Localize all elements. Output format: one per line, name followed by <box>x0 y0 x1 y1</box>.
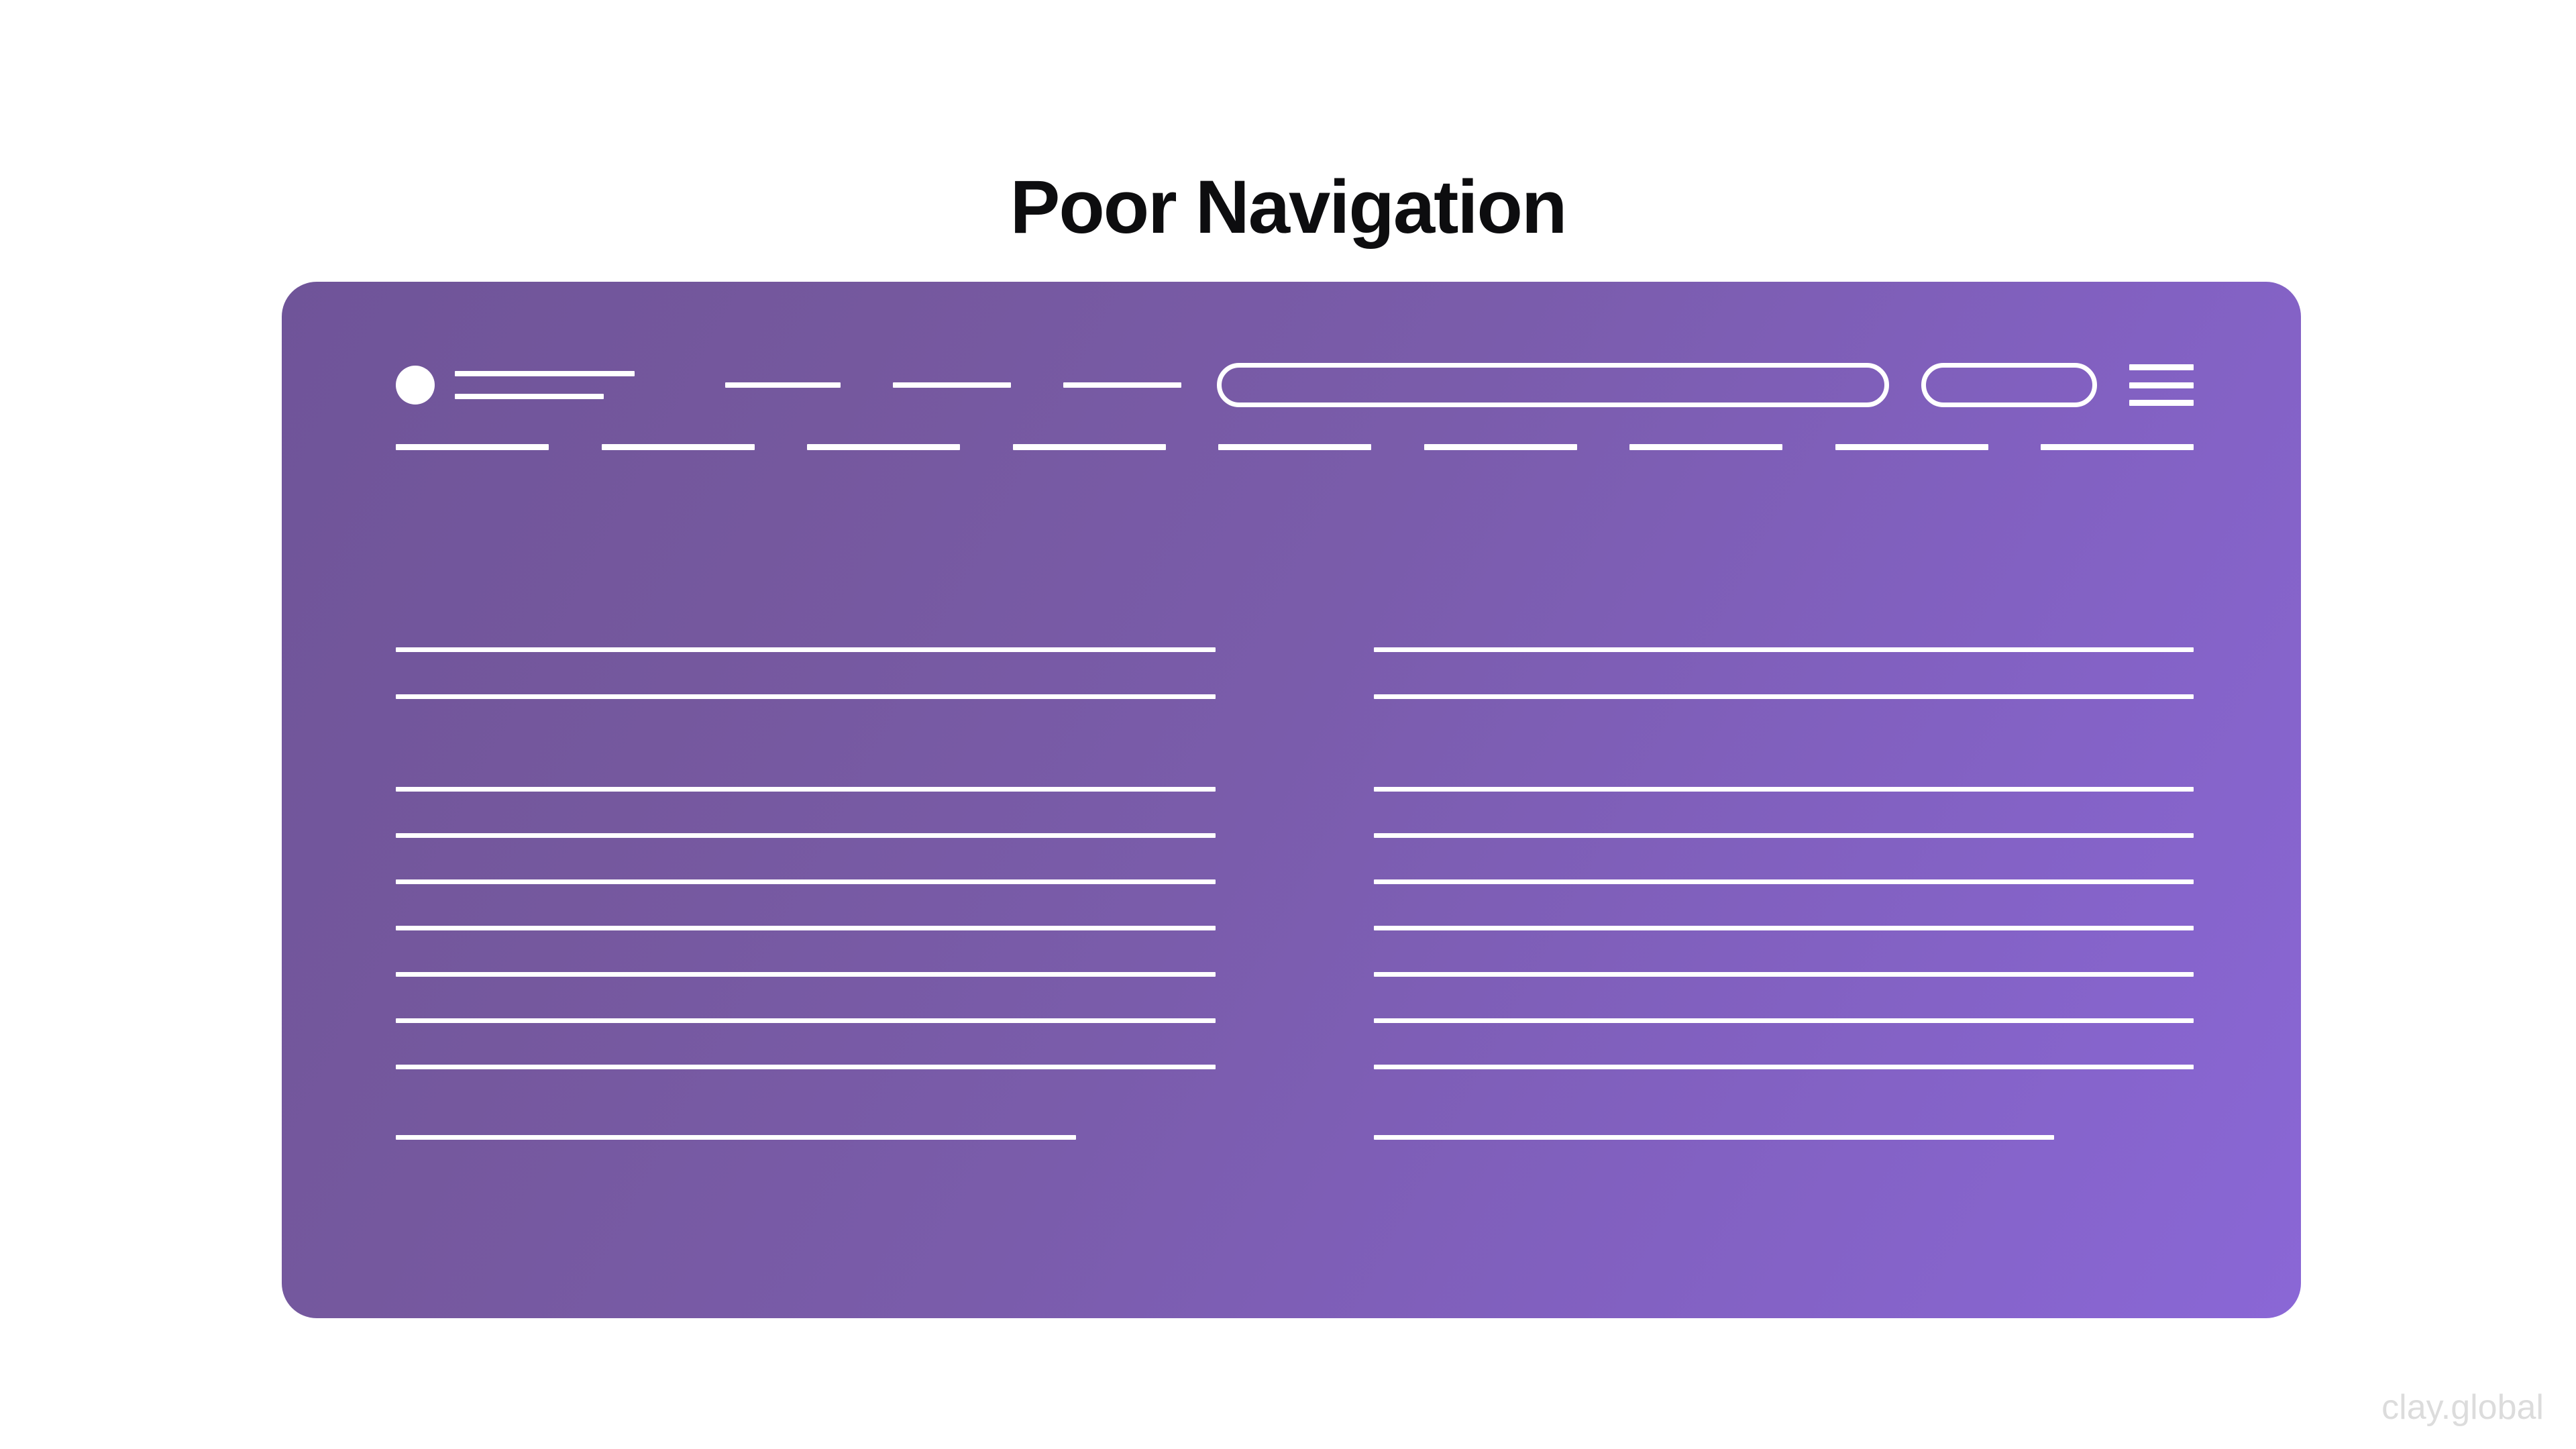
navbar <box>396 359 2194 411</box>
cta-button[interactable] <box>1921 363 2097 407</box>
spacer <box>396 652 1216 694</box>
spacer <box>396 930 1216 972</box>
text-line <box>1374 926 2194 930</box>
nav-link-3[interactable] <box>1063 382 1181 388</box>
text-line <box>396 647 1216 652</box>
spacer <box>1374 838 2194 879</box>
text-line <box>396 1065 1216 1069</box>
text-line <box>1374 1135 2055 1140</box>
spacer <box>396 884 1216 926</box>
subnav-item-6[interactable] <box>1424 444 1577 450</box>
brand-tagline-placeholder <box>455 394 604 399</box>
content-column-left <box>396 647 1216 1140</box>
navbar-right-group <box>1217 363 2194 407</box>
subnav-item-9[interactable] <box>2041 444 2194 450</box>
spacer <box>396 977 1216 1018</box>
text-line <box>1374 787 2194 792</box>
text-line <box>396 879 1216 884</box>
spacer <box>1374 652 2194 694</box>
watermark: clay.global <box>2381 1388 2544 1427</box>
text-line <box>396 787 1216 792</box>
text-line <box>1374 694 2194 699</box>
nav-link-2[interactable] <box>893 382 1011 388</box>
text-line <box>396 972 1216 977</box>
text-line <box>1374 879 2194 884</box>
hamburger-bar-1 <box>2129 364 2194 370</box>
navbar-links <box>725 382 1181 388</box>
hamburger-menu-icon[interactable] <box>2129 364 2194 406</box>
subnav-item-5[interactable] <box>1218 444 1371 450</box>
search-input[interactable] <box>1217 363 1889 407</box>
content-area <box>396 647 2194 1140</box>
subnav-item-8[interactable] <box>1835 444 1988 450</box>
text-line <box>1374 972 2194 977</box>
spacer <box>396 792 1216 833</box>
spacer <box>396 838 1216 879</box>
spacer <box>396 699 1216 787</box>
spacer <box>1374 792 2194 833</box>
spacer <box>1374 884 2194 926</box>
spacer <box>1374 1023 2194 1065</box>
nav-link-1[interactable] <box>725 382 841 388</box>
text-line <box>1374 647 2194 652</box>
subnav-item-2[interactable] <box>601 444 755 450</box>
text-line <box>1374 1018 2194 1023</box>
text-line <box>1374 1065 2194 1069</box>
brand-wordmark <box>455 371 635 399</box>
brand-name-placeholder <box>455 371 635 376</box>
page-title: Poor Navigation <box>1010 165 1568 250</box>
subnav-item-1[interactable] <box>396 444 549 450</box>
text-line <box>1374 833 2194 838</box>
spacer <box>1374 930 2194 972</box>
spacer <box>1374 977 2194 1018</box>
circle-logo-icon <box>396 366 435 405</box>
brand-logo[interactable] <box>396 366 635 405</box>
text-line <box>396 833 1216 838</box>
hamburger-bar-3 <box>2129 400 2194 406</box>
text-line <box>396 1135 1077 1140</box>
content-column-right <box>1374 647 2194 1140</box>
spacer <box>1374 1069 2194 1135</box>
hamburger-bar-2 <box>2129 382 2194 388</box>
spacer <box>1374 699 2194 787</box>
spacer <box>396 1069 1216 1135</box>
text-line <box>396 1018 1216 1023</box>
spacer <box>396 1023 1216 1065</box>
subnav-item-3[interactable] <box>807 444 960 450</box>
subnav-item-7[interactable] <box>1629 444 1782 450</box>
text-line <box>396 926 1216 930</box>
text-line <box>396 694 1216 699</box>
secondary-navbar <box>396 444 2194 450</box>
browser-mockup-card <box>282 282 2301 1318</box>
subnav-item-4[interactable] <box>1012 444 1166 450</box>
